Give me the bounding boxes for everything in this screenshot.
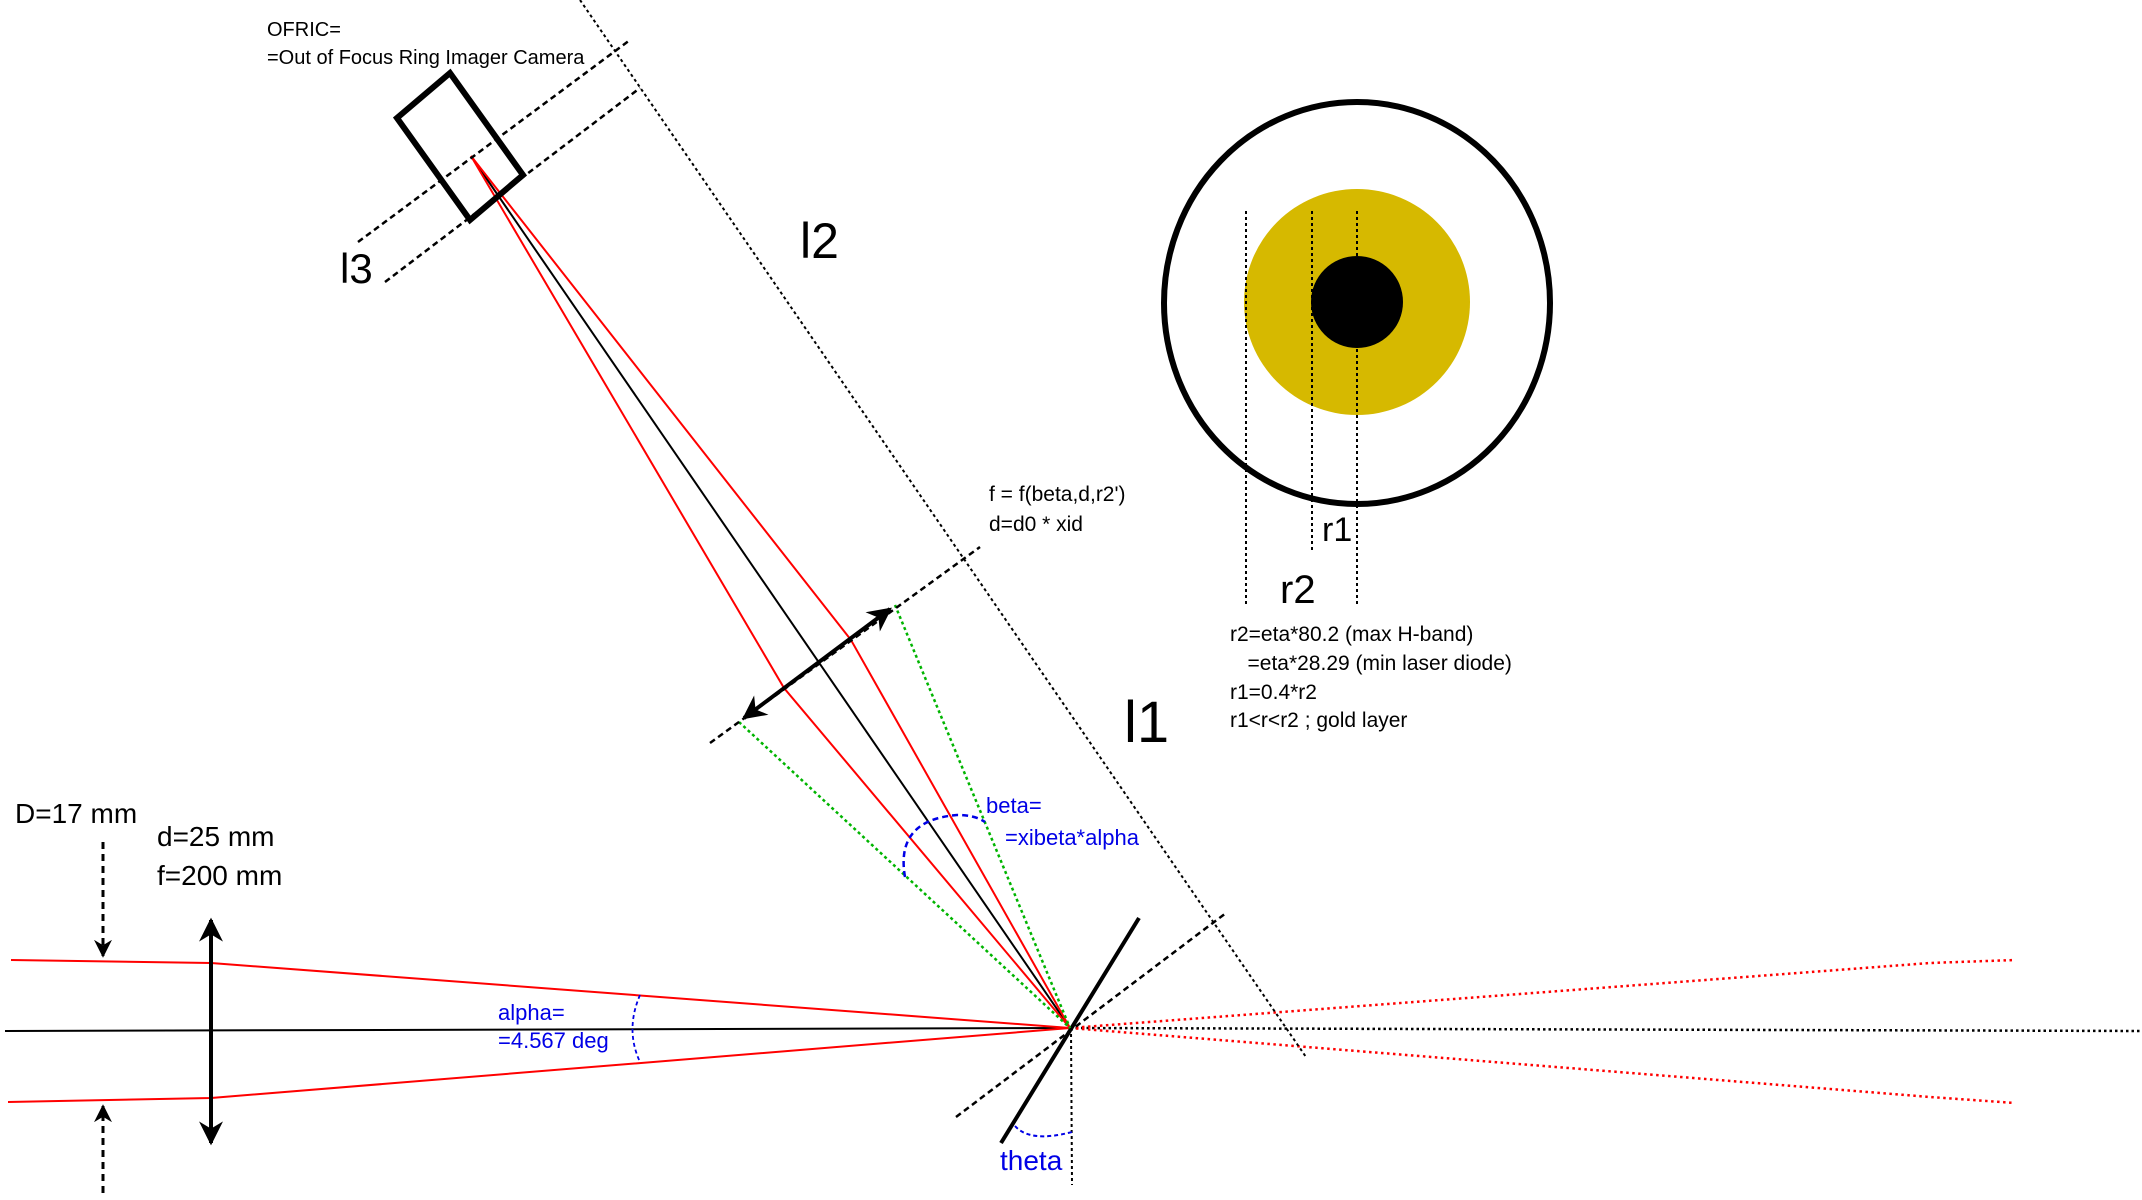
second-lens-formula: f = f(beta,d,r2')	[989, 483, 1126, 506]
label-r1: r1	[1322, 511, 1352, 549]
mirror-normal	[955, 912, 1227, 1118]
alpha-arc	[631, 994, 641, 1063]
beta-label-line2: =xibeta*alpha	[1005, 825, 1140, 850]
label-focal-f: f=200 mm	[157, 860, 282, 891]
transmitted-ray-top	[1069, 958, 2016, 1030]
target-outer-ring	[1161, 99, 1553, 507]
optical-axis	[4, 1027, 1071, 1032]
theta-arc	[1014, 1125, 1073, 1138]
target-note-3: r1=0.4*r2	[1230, 681, 1317, 704]
label-l2: l2	[800, 213, 839, 269]
camera-label-line1: OFRIC=	[267, 19, 341, 41]
alpha-label-line1: alpha=	[498, 1000, 565, 1025]
label-l1: l1	[1124, 690, 1169, 755]
distance-line-l1-l2	[579, 0, 1307, 1058]
target-note-2: =eta*28.29 (min laser diode)	[1230, 652, 1512, 675]
beta-label-line1: beta=	[986, 793, 1042, 818]
second-lens	[742, 607, 892, 720]
optical-axis-continuation	[1069, 1026, 2142, 1033]
label-r2: r2	[1280, 568, 1316, 612]
second-lens-d-formula: d=d0 * xid	[989, 513, 1083, 536]
label-distance-d: d=25 mm	[157, 821, 275, 852]
ofric-camera	[392, 68, 528, 225]
green-ray-right	[893, 604, 1072, 1029]
camera-plane-line-1	[357, 38, 631, 244]
target-note-4: r1<r<r2 ; gold layer	[1230, 709, 1407, 732]
transmitted-ray-bottom	[1069, 1026, 2016, 1105]
target-note-1: r2=eta*80.2 (max H-band)	[1230, 623, 1473, 646]
mirror-vertical-reference	[1070, 1027, 1073, 1186]
label-l3: l3	[340, 245, 373, 292]
beta-arc	[902, 813, 986, 878]
camera-label-line2: =Out of Focus Ring Imager Camera	[267, 47, 585, 69]
label-aperture-D: D=17 mm	[15, 798, 137, 829]
theta-label: theta	[1000, 1145, 1063, 1176]
camera-plane-line-2	[384, 87, 641, 283]
chief-ray	[470, 155, 1071, 1029]
alpha-label-line2: =4.567 deg	[498, 1028, 609, 1053]
